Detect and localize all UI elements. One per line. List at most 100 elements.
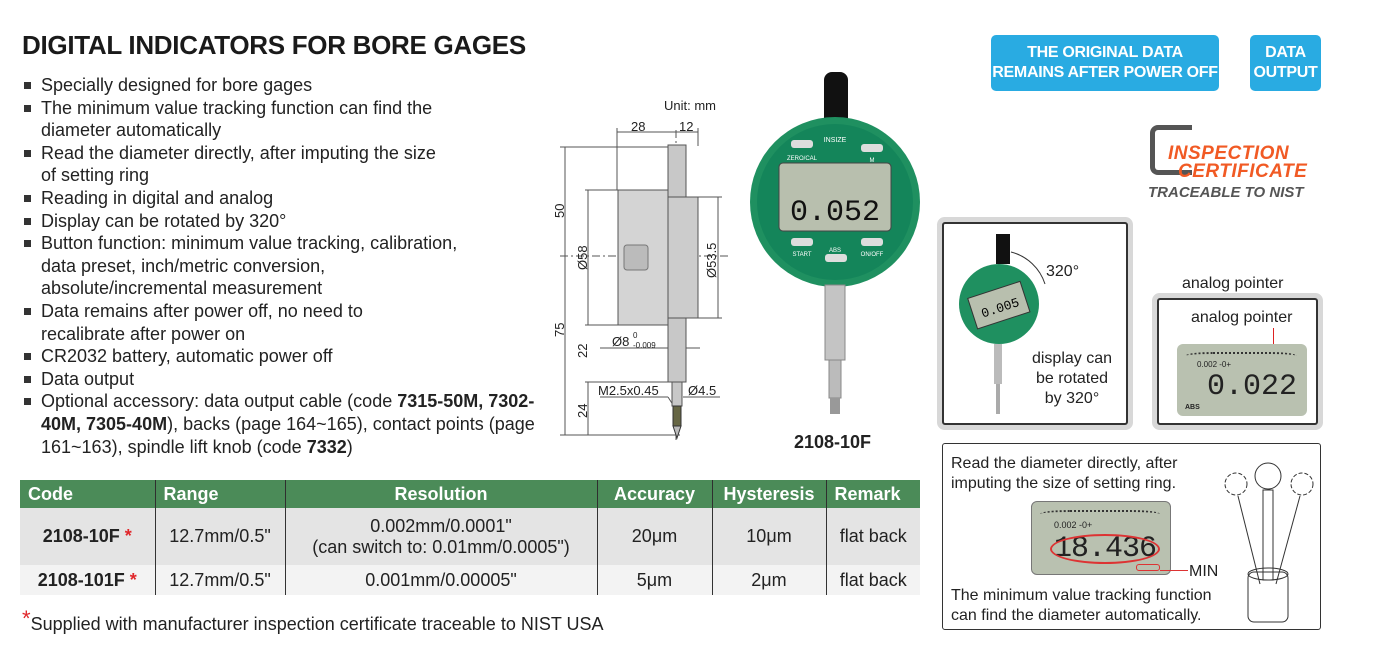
star-mark: * <box>124 526 132 546</box>
unit-label: Unit: mm <box>664 98 716 113</box>
resolution-line: (can switch to: 0.01mm/0.0005") <box>312 536 570 557</box>
table-row: 2108-101F * 12.7mm/0.5" 0.001mm/0.00005"… <box>20 565 920 595</box>
cell-accuracy: 5μm <box>597 565 713 595</box>
analog-heading: analog pointer <box>1182 275 1284 292</box>
col-header: Code <box>20 480 156 508</box>
page-title: DIGITAL INDICATORS FOR BORE GAGES <box>22 30 526 60</box>
rotate-angle: 320° <box>1046 263 1080 280</box>
cell-hysteresis: 2μm <box>712 565 827 595</box>
col-header: Accuracy <box>597 480 713 508</box>
accessory-text: ), backs (page 164~165), contact points … <box>41 413 535 457</box>
text-line: can find the diameter automatically. <box>951 607 1202 624</box>
dim-dia8: Ø8 <box>612 334 629 349</box>
dim-thread: M2.5x0.45 <box>598 383 659 398</box>
dim-28: 28 <box>631 119 645 134</box>
cell-accuracy: 20μm <box>597 508 713 565</box>
cell-resolution: 0.002mm/0.0001"(can switch to: 0.01mm/0.… <box>285 508 598 565</box>
table-row: 2108-10F * 12.7mm/0.5" 0.002mm/0.0001"(c… <box>20 508 920 565</box>
cell-remark: flat back <box>826 508 920 565</box>
cell-hysteresis: 10μm <box>712 508 827 565</box>
dim-tol-lower: -0.009 <box>633 341 656 350</box>
badge-line: DATA <box>1265 44 1306 61</box>
certificate-bracket-icon <box>1150 125 1192 175</box>
accessory-text: Optional accessory: data output cable (c… <box>41 391 398 412</box>
feature-item: Button function: minimum value tracking,… <box>22 232 472 300</box>
lcd-value: 0.022 <box>1207 370 1298 404</box>
star-mark: * <box>22 606 31 631</box>
cell-range: 12.7mm/0.5" <box>155 565 286 595</box>
lcd-abs: ABS <box>1185 404 1200 411</box>
indicator-display: 0.052 <box>790 196 880 230</box>
feature-item: Reading in digital and analog <box>22 187 552 210</box>
certificate-line: CERTIFICATE <box>1178 161 1308 182</box>
code-text: 2108-101F <box>37 569 125 590</box>
button-label: START <box>792 252 811 258</box>
dim-50: 50 <box>552 204 567 218</box>
feature-item: Specially designed for bore gages <box>22 74 552 97</box>
code-text: 2108-10F <box>42 526 120 546</box>
product-caption: 2108-10F <box>793 432 872 452</box>
text-line: by 320° <box>1044 390 1100 407</box>
badge-line: THE ORIGINAL DATA <box>1027 44 1183 61</box>
bore-gage-illustration <box>1224 462 1314 623</box>
lcd-display: 0.002 -0+ 0.022 ABS <box>1177 344 1307 416</box>
cell-code: 2108-101F * <box>20 565 156 595</box>
feature-item: Data remains after power off, no need to… <box>22 300 372 345</box>
col-header: Range <box>155 480 286 508</box>
dimension-drawing: Unit: mm 28 12 50 75 Ø58 Ø53.5 22 Ø8 0 -… <box>552 98 730 440</box>
feature-item: Display can be rotated by 320° <box>22 210 552 233</box>
accessory-text: ) <box>346 436 353 457</box>
lcd-small-text: 0.002 -0+ <box>1054 520 1093 530</box>
cell-resolution: 0.001mm/0.00005" <box>285 565 598 595</box>
text-line: imputing the size of setting ring. <box>951 475 1177 492</box>
text-line: be rotated <box>1035 370 1109 387</box>
text-line: The minimum value tracking function <box>951 587 1212 604</box>
min-bottom-text: The minimum value tracking function can f… <box>951 586 1212 626</box>
badge-line: OUTPUT <box>1253 64 1318 81</box>
col-header: Remark <box>826 480 920 508</box>
accessory-codes: 7315-50M, 7302-40M, 7305-40M <box>41 391 535 434</box>
analog-label: analog pointer <box>1191 309 1293 326</box>
feature-item: CR2032 battery, automatic power off <box>22 345 552 368</box>
star-mark: * <box>129 569 137 590</box>
feature-item: Read the diameter directly, after imputi… <box>22 142 452 187</box>
feature-item: The minimum value tracking function can … <box>22 97 452 142</box>
text-line: Read the diameter directly, after <box>951 455 1178 472</box>
dim-24: 24 <box>575 404 590 418</box>
lcd-small-text: 0.002 -0+ <box>1197 360 1232 369</box>
table-header-row: Code Range Resolution Accuracy Hysteresi… <box>20 480 920 508</box>
footnote-text: Supplied with manufacturer inspection ce… <box>30 614 604 634</box>
lcd-display: 0.002 -0+ 18.436 <box>1031 501 1171 575</box>
feature-list: Specially designed for bore gages The mi… <box>22 74 552 458</box>
indicator-photo: 0.052 INSIZE ZERO/CAL M START ABS ON/OFF <box>750 72 920 414</box>
min-top-text: Read the diameter directly, after imputin… <box>951 454 1177 494</box>
cell-remark: flat back <box>826 565 920 595</box>
dim-75: 75 <box>552 323 567 337</box>
col-header: Resolution <box>285 480 598 508</box>
brand-logo: INSIZE <box>824 137 847 144</box>
rotated-indicator-image: 0.005 <box>959 234 1046 414</box>
accessory-code: 7332 <box>306 436 347 457</box>
analog-pointer-panel: analog pointer 0.002 -0+ 0.022 ABS <box>1157 298 1318 425</box>
dim-12: 12 <box>679 119 693 134</box>
feature-item: Data output <box>22 368 552 391</box>
col-header: Hysteresis <box>712 480 827 508</box>
text-line: display can <box>1031 350 1113 367</box>
certificate-traceable: TRACEABLE TO NIST <box>1148 184 1304 201</box>
certificate-line: INSPECTION <box>1168 143 1290 164</box>
min-tracking-panel: Read the diameter directly, after imputin… <box>942 443 1321 630</box>
rotate-display-panel: 0.005 320° display can be rotated by 320° <box>942 222 1128 425</box>
rotate-text: display can be rotated by 320° <box>1022 349 1122 409</box>
spec-table: Code Range Resolution Accuracy Hysteresi… <box>20 480 920 595</box>
badge-data-output: DATA OUTPUT <box>1250 35 1321 91</box>
resolution-line: 0.002mm/0.0001" <box>370 515 512 536</box>
dim-tol-upper: 0 <box>633 331 638 340</box>
dim-dia58: Ø58 <box>575 245 590 270</box>
button-label: M <box>870 158 875 164</box>
cell-code: 2108-10F * <box>20 508 156 565</box>
dim-dia4-5: Ø4.5 <box>688 383 716 398</box>
button-label: ZERO/CAL <box>787 156 818 162</box>
